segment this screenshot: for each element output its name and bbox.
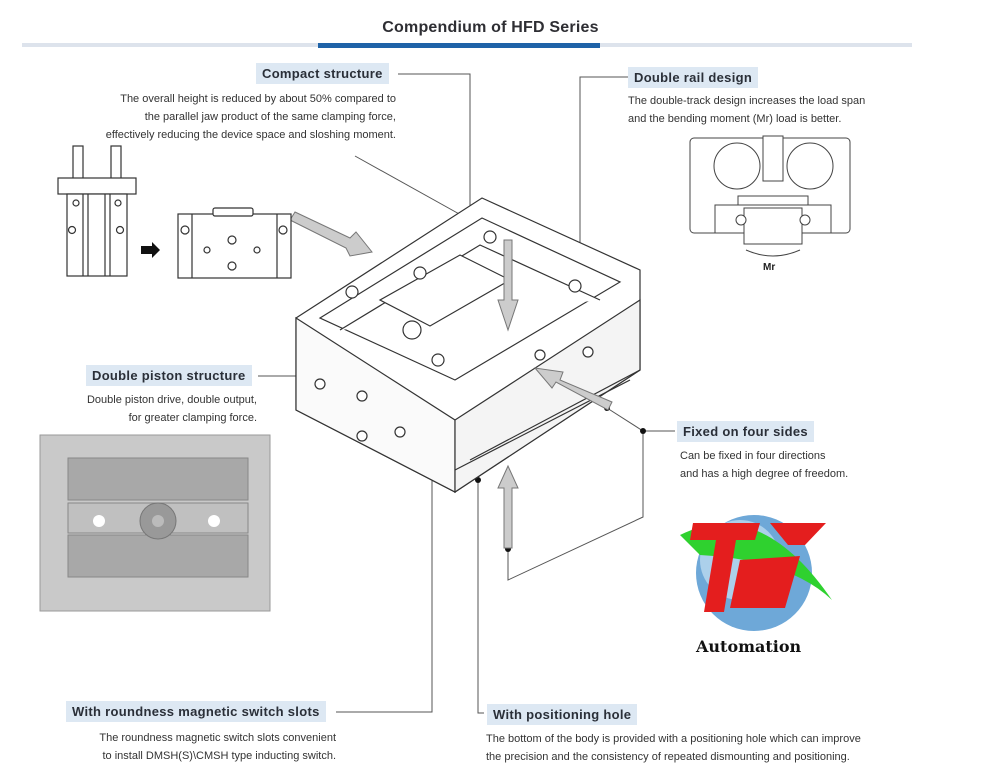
desc-line: and the bending moment (Mr) load is bett… (628, 113, 842, 125)
feature-double-rail-desc: The double-track design increases the lo… (628, 92, 865, 128)
connector-fixed-bottom (507, 431, 644, 581)
feature-double-piston-desc: Double piston drive, double output, for … (87, 391, 257, 427)
arrow-compact-icon (289, 211, 373, 257)
feature-compact-desc: The overall height is reduced by about 5… (106, 90, 396, 144)
arrow-up-icon (497, 464, 519, 549)
desc-line: Can be fixed in four directions (680, 450, 826, 462)
feature-fixed-desc: Can be fixed in four directions and has … (680, 447, 848, 483)
desc-line: effectively reducing the device space an… (105, 129, 396, 141)
feature-positioning-title: With positioning hole (487, 704, 638, 725)
compact-gripper-illustration (177, 207, 292, 279)
connector-double-rail (579, 76, 628, 272)
desc-line: to install DMSH(S)\CMSH type inducting s… (102, 750, 336, 762)
desc-line: The double-track design increases the lo… (628, 95, 866, 107)
arrow-icons (289, 211, 613, 549)
desc-line: the parallel jaw product of the same cla… (144, 111, 396, 123)
feature-switch-slots-desc: The roundness magnetic switch slots conv… (99, 729, 336, 765)
desc-line: The bottom of the body is provided with … (486, 733, 861, 745)
desc-line: Double piston drive, double output, (86, 394, 257, 406)
feature-switch-slots-title: With roundness magnetic switch slots (66, 701, 326, 722)
feature-double-rail-title: Double rail design (628, 67, 759, 88)
connector-compact-angle (354, 155, 471, 221)
desc-line: the precision and the consistency of rep… (486, 751, 850, 763)
feature-positioning-desc: The bottom of the body is provided with … (486, 730, 861, 766)
connector-compact (398, 73, 471, 218)
feature-double-piston-title: Double piston structure (86, 365, 252, 386)
connector-fixed (606, 407, 675, 432)
logo-text: Automation (696, 637, 802, 656)
arrow-right-icon (141, 242, 160, 258)
desc-line: and has a high degree of freedom. (680, 468, 849, 480)
globe-logo-icon (680, 515, 832, 631)
desc-line: for greater clamping force. (128, 412, 257, 424)
page-title: Compendium of HFD Series (382, 19, 599, 36)
title-accent-rule (318, 43, 600, 48)
desc-line: The overall height is reduced by about 5… (120, 93, 396, 105)
rail-moment-label: Mr (763, 262, 775, 273)
double-piston-cutaway-illustration (39, 434, 271, 612)
connector-positioning (477, 480, 484, 714)
gripper-isometric-illustration (295, 197, 641, 494)
double-rail-section-illustration (689, 135, 851, 257)
connector-switch-slots (336, 468, 433, 713)
arrow-down-icon (497, 239, 519, 332)
arrow-side-icon (533, 367, 613, 411)
feature-compact-title: Compact structure (256, 63, 389, 84)
feature-fixed-title: Fixed on four sides (677, 421, 814, 442)
parallel-jaw-illustration (57, 145, 137, 277)
desc-line: The roundness magnetic switch slots conv… (99, 732, 336, 744)
